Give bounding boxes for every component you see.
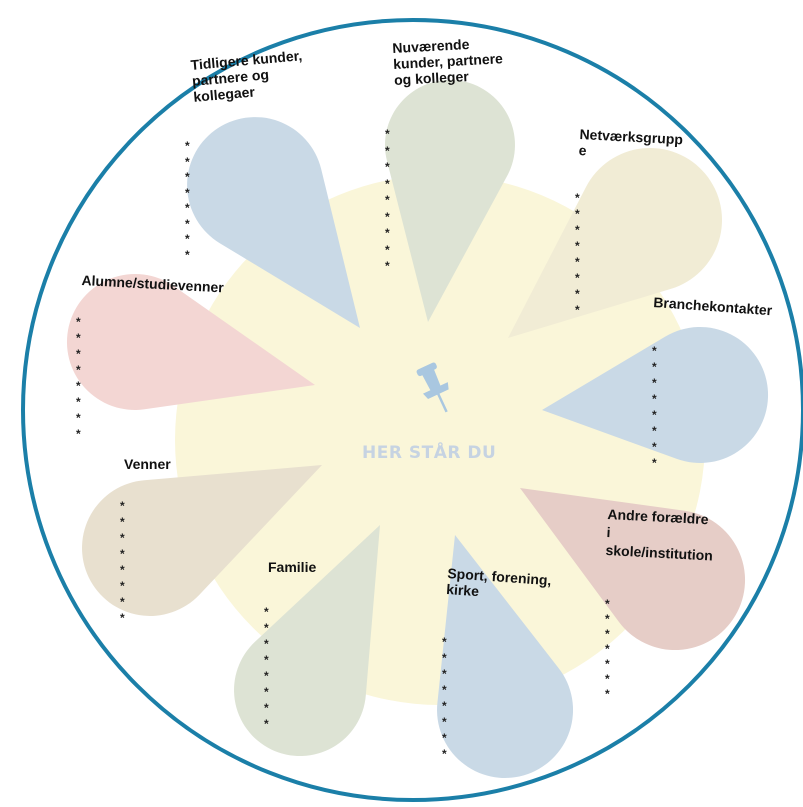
petal-friends — [82, 465, 323, 616]
bullet-mark: * — [605, 612, 610, 626]
petal-layer — [66, 79, 769, 778]
bullet-mark: * — [605, 672, 610, 686]
bullet-mark: * — [76, 427, 81, 441]
bullet-mark: * — [185, 170, 190, 184]
bullet-mark: * — [185, 216, 190, 231]
petal-label-network-groups: Netværksgrupp e — [578, 126, 684, 159]
bullet-mark: * — [652, 344, 657, 358]
bullet-mark: * — [605, 597, 610, 611]
bullet-mark: * — [385, 143, 390, 158]
petal-alumni — [66, 273, 315, 410]
bullet-mark: * — [442, 635, 447, 649]
bullet-mark: * — [605, 657, 610, 671]
bullet-mark: * — [264, 669, 269, 683]
bullet-mark: * — [120, 515, 125, 529]
bullet-mark: * — [442, 715, 447, 729]
bullet-mark: * — [385, 209, 390, 224]
petal-former-customers — [187, 117, 360, 328]
bullet-mark: * — [575, 207, 580, 221]
bullet-mark: * — [185, 247, 190, 262]
petal-label-family: Familie — [268, 559, 317, 575]
bullet-mark: * — [575, 239, 580, 253]
bullet-mark: * — [575, 271, 580, 285]
bullet-mark: * — [575, 287, 580, 301]
bullet-mark: * — [605, 642, 610, 656]
bullet-mark: * — [652, 360, 657, 374]
bullet-mark: * — [264, 717, 269, 731]
bullet-mark: * — [264, 637, 269, 651]
bullet-mark: * — [185, 154, 190, 169]
bullet-mark: * — [385, 160, 390, 174]
bullet-mark: * — [385, 193, 390, 207]
bullet-mark: * — [575, 223, 580, 237]
bullet-mark: * — [385, 226, 390, 240]
bullet-mark: * — [605, 687, 610, 701]
bullet-mark: * — [120, 547, 125, 561]
bullet-mark: * — [76, 331, 81, 345]
bullet-mark: * — [385, 127, 390, 141]
bullet-mark: * — [120, 531, 125, 545]
bullet-mark: * — [652, 392, 657, 406]
bullet-mark: * — [120, 611, 125, 625]
bullet-mark: * — [76, 379, 81, 393]
bullet-mark: * — [76, 347, 81, 361]
bullet-mark: * — [575, 303, 580, 317]
bullet-mark: * — [652, 456, 657, 470]
bullet-mark: * — [185, 201, 190, 215]
pushpin-icon — [416, 362, 449, 413]
bullet-mark: * — [264, 653, 269, 667]
bullet-mark: * — [652, 376, 657, 390]
bullet-mark: * — [652, 424, 657, 438]
bullet-mark: * — [185, 232, 190, 246]
bullet-mark: * — [442, 731, 447, 745]
bullet-mark: * — [605, 627, 610, 641]
bullet-mark: * — [442, 699, 447, 713]
bullet-mark: * — [185, 185, 190, 200]
petal-label-current-customers: Nuværende kunder, partnere og kolleger — [392, 35, 504, 88]
petal-sport-club-church — [437, 535, 574, 778]
bullet-mark: * — [575, 255, 580, 269]
petal-label-former-customers: Tidligere kunder, partnere og kollegaer — [190, 47, 303, 105]
petal-other-parents — [520, 488, 746, 651]
bullet-mark: * — [652, 408, 657, 422]
center-label: HER STÅR DU — [362, 443, 497, 463]
petal-label-other-parents: Andre forældre i skole/institution — [605, 505, 714, 564]
bullet-mark: * — [120, 579, 125, 593]
outer-ring — [21, 18, 803, 802]
bullet-mark: * — [442, 667, 447, 681]
bullet-mark: * — [575, 191, 580, 205]
petal-network-groups — [508, 147, 723, 338]
bullet-mark: * — [385, 176, 390, 191]
bullet-mark: * — [76, 395, 81, 409]
bullet-mark: * — [185, 139, 190, 153]
bullet-mark: * — [264, 701, 269, 715]
petal-label-friends: Venner — [124, 456, 171, 472]
bullet-mark: * — [385, 259, 390, 273]
bullet-mark: * — [442, 747, 447, 761]
bullet-mark: * — [120, 595, 125, 609]
bullet-mark: * — [442, 651, 447, 665]
bullet-mark: * — [120, 499, 125, 513]
bullet-mark: * — [76, 315, 81, 329]
bullet-mark: * — [120, 563, 125, 577]
bullet-mark: * — [76, 363, 81, 377]
bullet-mark: * — [652, 440, 657, 454]
bullet-mark: * — [264, 621, 269, 635]
petal-industry-contacts — [542, 326, 769, 463]
petal-current-customers — [384, 79, 515, 322]
petal-family — [234, 525, 380, 757]
bullet-mark: * — [264, 605, 269, 619]
bullet-mark: * — [385, 242, 390, 257]
bullet-mark: * — [264, 685, 269, 699]
bullet-mark: * — [442, 683, 447, 697]
bullet-mark: * — [76, 411, 81, 425]
